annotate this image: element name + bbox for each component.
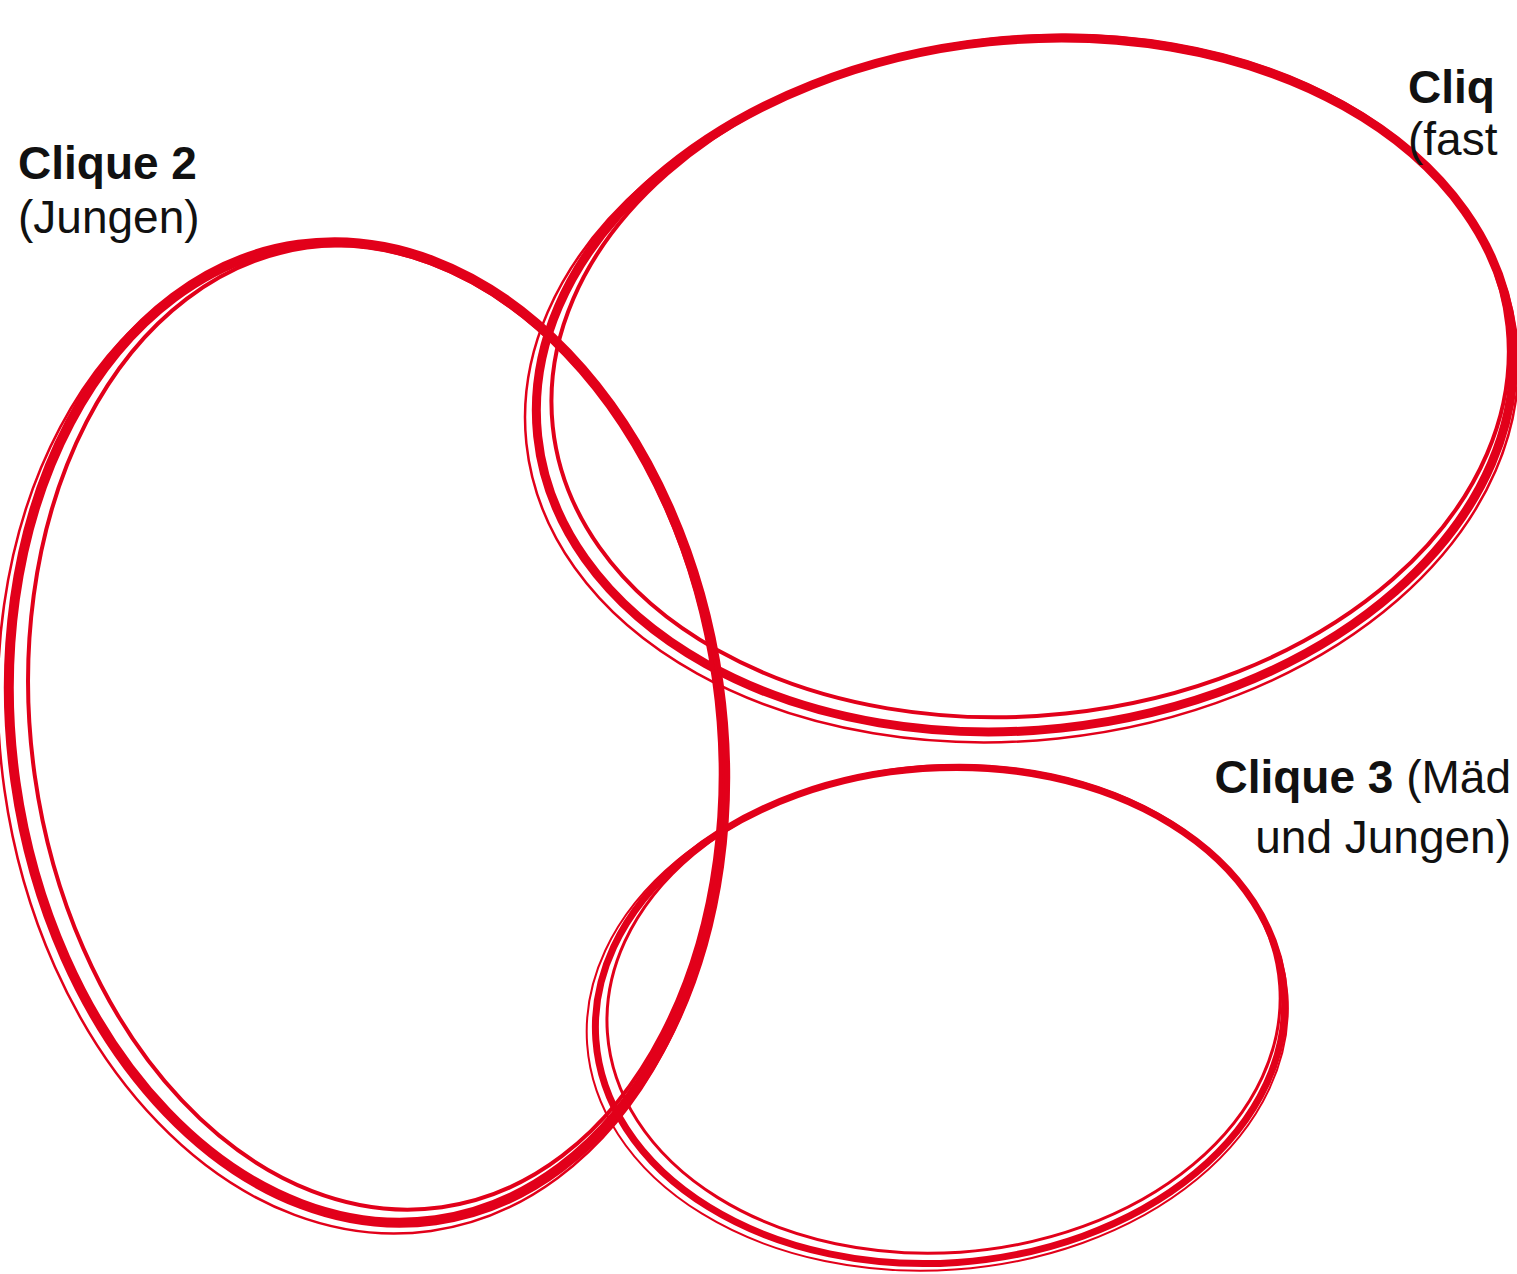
brush-stroke xyxy=(0,195,787,1269)
brush-stroke xyxy=(0,200,781,1255)
clique-ellipse: Clique 3 (Mäd und Jungen) xyxy=(595,768,1285,1263)
clique-title: Clique 3 xyxy=(1214,751,1393,803)
ellipse-outline xyxy=(595,768,1285,1263)
clique-label: Clique 3 (Mäd und Jungen) xyxy=(1139,748,1511,868)
brush-stroke xyxy=(570,745,1305,1274)
brush-stroke xyxy=(517,0,1517,764)
brush-stroke xyxy=(0,197,788,1274)
brush-stroke xyxy=(490,0,1517,791)
clique-ellipse: Cliq(fast xyxy=(535,40,1515,730)
brush-stroke xyxy=(590,743,1296,1274)
ellipse-outline xyxy=(535,40,1515,730)
clique-note: (Jungen) xyxy=(18,190,200,245)
brush-stroke xyxy=(579,745,1302,1274)
clique-note: (fast xyxy=(1408,112,1497,167)
clique-title: Clique 2 xyxy=(18,136,197,191)
clique-title: Cliq xyxy=(1408,60,1495,115)
